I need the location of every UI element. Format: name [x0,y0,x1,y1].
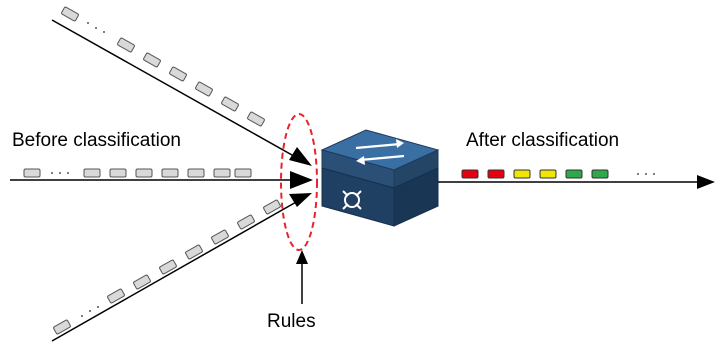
packet [169,66,187,82]
rules-boundary [280,113,318,251]
classified-packet-group [461,169,655,179]
packet [143,52,161,68]
ellipsis-dots [637,173,639,175]
rules-label: Rules [267,311,316,332]
packet [195,81,213,97]
packet [117,37,135,53]
packet [213,168,231,178]
l3-switch-icon [320,129,440,227]
middle-packet-group [23,168,252,178]
ellipsis-dots [67,172,69,174]
ellipsis-dots [87,22,89,24]
classified-packet-green [591,169,609,179]
ellipsis-dots [97,306,99,308]
middle-input-arrowhead [290,171,313,189]
ellipsis-dots [653,173,655,175]
ellipsis-dots [59,172,61,174]
lower-packet-group [53,199,281,335]
packet [53,319,71,335]
rules-pointer-arrowhead [296,250,308,264]
upper-input-arrowhead [289,147,312,166]
ellipsis-dots [103,31,105,33]
ellipsis-dots [95,27,97,29]
ellipsis-dots [89,310,91,312]
packet [237,214,255,230]
classified-packet-yellow [513,169,531,179]
packet [159,259,177,275]
packet [161,168,179,178]
packet [187,168,205,178]
packet [247,111,265,127]
upper-input-line [51,19,309,165]
packet [221,96,239,112]
packet [185,244,203,260]
packet [263,199,281,215]
classified-packet-red [487,169,505,179]
ellipsis-dots [81,315,83,317]
packet [83,168,101,178]
packet [211,229,229,245]
classified-packet-green [565,169,583,179]
router-symbol-icon [342,190,362,210]
upper-packet-group [61,6,265,127]
packet [109,168,127,178]
output-arrowhead [697,175,715,189]
packet [61,6,79,22]
packet [133,274,151,290]
ellipsis-dots [51,172,53,174]
bidirectional-arrows-icon [355,139,405,165]
before-classification-label: Before classification [12,130,181,151]
packet [135,168,153,178]
packet [107,288,125,304]
ellipsis-dots [645,173,647,175]
after-classification-label: After classification [466,130,620,151]
classified-packet-yellow [539,169,557,179]
classified-packet-red [461,169,479,179]
packet [23,168,41,178]
packet [234,168,252,178]
lower-input-arrowhead [289,193,312,207]
lower-input-line [51,196,306,342]
